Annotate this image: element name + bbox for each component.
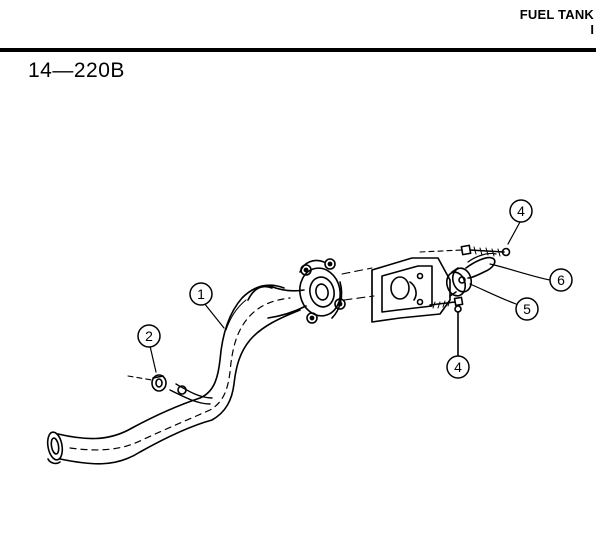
leader-1 bbox=[203, 302, 225, 329]
leader-5 bbox=[469, 283, 517, 305]
callout-label-2: 2 bbox=[145, 328, 153, 344]
figure-id: 14—220B bbox=[28, 59, 125, 82]
screw-small-upper bbox=[501, 247, 511, 257]
screw-lower bbox=[429, 296, 464, 309]
section-subtitle: I bbox=[590, 22, 594, 37]
callout-circle-6 bbox=[549, 268, 573, 292]
callout-circle-4-upper bbox=[509, 199, 533, 223]
clamp bbox=[127, 374, 167, 392]
leader-6 bbox=[489, 263, 551, 281]
callout-label-6: 6 bbox=[557, 272, 565, 288]
alignment-line bbox=[341, 267, 373, 275]
cap-tether bbox=[465, 252, 497, 279]
callout-label-4-upper: 4 bbox=[517, 203, 525, 219]
callout-label-1: 1 bbox=[197, 286, 205, 302]
callout-circle-1 bbox=[189, 282, 213, 306]
filler-neck-flange bbox=[299, 258, 346, 324]
header-rule bbox=[0, 48, 596, 52]
leader-4-upper bbox=[507, 221, 521, 245]
screw-upper bbox=[419, 244, 505, 257]
screw-small-lower bbox=[454, 305, 462, 361]
section-title: FUEL TANK bbox=[519, 7, 594, 22]
callout-circle-2 bbox=[137, 324, 161, 348]
filler-tube bbox=[46, 284, 307, 465]
callout-label-5: 5 bbox=[523, 301, 531, 317]
leader-2 bbox=[149, 345, 157, 373]
callout-circle-4-lower bbox=[446, 355, 470, 379]
fuel-cap bbox=[445, 267, 473, 297]
callout-circle-5 bbox=[515, 297, 539, 321]
body-panel bbox=[371, 257, 451, 323]
callout-label-4-lower: 4 bbox=[454, 359, 462, 375]
